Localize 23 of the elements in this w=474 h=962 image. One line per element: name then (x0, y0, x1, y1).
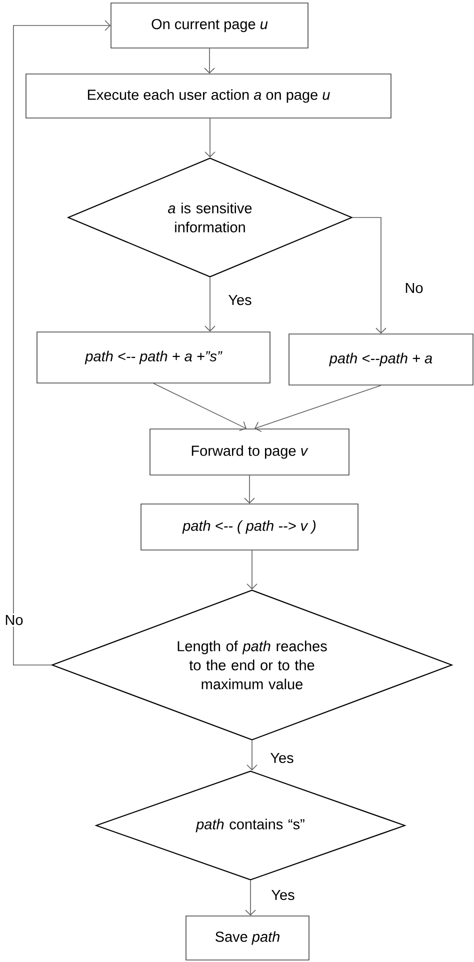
edge-label: No (403, 281, 425, 295)
arrow (352, 217, 386, 334)
arrow (245, 880, 256, 916)
edge-label: Yes (270, 888, 296, 902)
process-box: Save path (186, 916, 310, 960)
arrow (204, 48, 215, 74)
process-box: path <-- ( path --> v ) (140, 504, 358, 550)
process-box: path <--path + a (288, 334, 474, 386)
process-box: path <-- path + a +”s” (36, 332, 270, 384)
edge-label: No (3, 613, 25, 627)
edge-label: Yes (226, 293, 254, 307)
arrow (13, 20, 111, 666)
arrow (244, 475, 255, 504)
process-box: On current page u (110, 2, 308, 48)
arrow (204, 118, 216, 158)
edge-label: Yes (268, 751, 296, 765)
process-box: Execute each user action a on page u (26, 74, 392, 118)
arrow (153, 383, 246, 432)
arrow (254, 385, 382, 432)
arrow (246, 740, 258, 770)
arrow (204, 277, 216, 332)
process-box: Forward to page v (150, 428, 350, 476)
arrow (246, 550, 258, 590)
